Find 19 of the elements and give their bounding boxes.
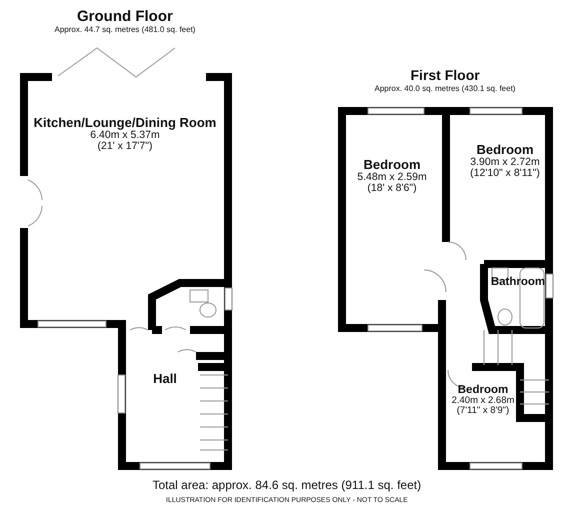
room-dimensions: (18' x 8'6") bbox=[366, 182, 418, 194]
room-dimensions: 5.48m x 2.59m bbox=[356, 172, 428, 183]
total-area: Total area: approx. 84.6 sq. metres (911.1 sq. feet) bbox=[152, 478, 422, 492]
room-name: Kitchen/Lounge/Dining Room bbox=[32, 116, 218, 130]
room-dimensions: (7'11" x 8'9") bbox=[456, 406, 510, 416]
room-dimensions: (12'10" x 8'11") bbox=[469, 168, 541, 179]
room-name: Hall bbox=[152, 372, 178, 386]
room-dimensions: 2.40m x 2.68m bbox=[450, 396, 516, 406]
room-name: Bedroom bbox=[475, 143, 535, 157]
room-dimensions: 6.40m x 5.37m bbox=[90, 130, 160, 141]
floor-title: First Floor bbox=[410, 67, 480, 83]
room-dimensions: (21' x 17'7") bbox=[96, 140, 154, 152]
floor-title: Ground Floor bbox=[77, 8, 173, 25]
room-dimensions: 3.90m x 2.72m bbox=[469, 156, 541, 168]
room-name: Bedroom bbox=[362, 158, 422, 172]
room-name: Bathroom bbox=[490, 276, 546, 288]
room-name: Bedroom bbox=[456, 384, 510, 396]
floor-area: Approx. 40.0 sq. metres (430.1 sq. feet) bbox=[374, 84, 516, 93]
floor-area: Approx. 44.7 sq. metres (481.0 sq. feet) bbox=[54, 25, 196, 34]
